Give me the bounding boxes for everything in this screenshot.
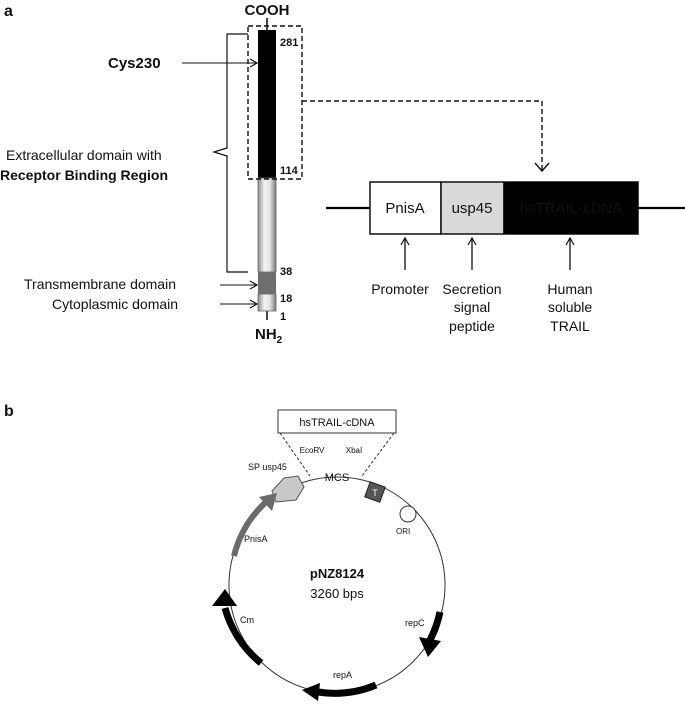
construct-hstrail-box [503,181,639,235]
extracellular-label-line1: Extracellular domain with [6,147,162,163]
promoter-label: Promoter [371,281,429,297]
panel-b-label: b [4,403,14,420]
residue-114: 114 [280,165,299,177]
residue-18: 18 [280,293,292,305]
cys230-label: Cys230 [108,55,161,72]
secretion-label-line3: peptide [449,318,495,334]
dashed-connector-arrowhead [534,162,550,173]
cm-arrow-body [221,606,264,666]
extracellular-domain-bar [258,30,276,178]
human-label-line3: TRAIL [550,318,590,334]
human-label-line1: Human [547,281,592,297]
transmembrane-bar [258,272,276,294]
plasmid-name: pNZ8124 [310,566,365,581]
cm-label: Cm [240,615,254,625]
nh2-label: NH2 [255,326,283,346]
dashed-connector [302,100,543,170]
cytoplasmic-bar [257,293,277,312]
ori-circle [399,505,417,523]
plasmid-size: 3260 bps [310,586,364,601]
insert-box-label: hsTRAIL-cDNA [299,417,375,429]
pnisa-arrow-body [231,499,269,557]
sp-usp45-feature [271,475,305,503]
cytoplasmic-label: Cytoplasmic domain [52,296,178,312]
residue-1: 1 [280,311,286,323]
repc-label: repC [405,618,425,628]
pnisa-label: PnisA [244,534,268,544]
residue-38: 38 [280,266,292,278]
cm-arrowhead [212,589,237,606]
extracellular-brace [211,33,248,273]
insert-box [277,409,397,434]
secretion-label-line1: Secretion [442,281,501,297]
human-label-line2: soluble [548,299,593,315]
mcs-label: MCS [325,472,349,484]
construct-usp45-label: usp45 [452,200,493,217]
extracellular-label-line2: Receptor Binding Region [0,167,168,183]
extracellular-dashed-box [247,25,303,180]
construct-pnisa-label: PnisA [385,200,424,217]
transmembrane-label: Transmembrane domain [24,276,176,292]
residue-281: 281 [280,37,298,49]
repa-label: repA [333,670,352,680]
construct-pnisa-box [369,181,442,235]
ecorv-label: EcoRV [300,446,325,455]
terminator-box [364,481,386,503]
insert-dash-left [279,432,311,477]
pnisa-arrowhead [259,493,277,511]
ori-label: ORI [396,527,410,536]
repa-arrowhead [302,683,320,701]
construct-usp45-box [440,181,505,235]
repc-arrow-body [426,611,444,642]
stalk-region-bar [257,177,277,273]
cooh-label: COOH [245,2,290,19]
insert-dash-right [361,432,395,477]
xbai-label: XbaI [346,446,362,455]
terminator-label: T [372,488,378,498]
repc-arrowhead [419,637,441,657]
panel-a-label: a [4,3,13,20]
construct-hstrail-label: hsTRAIL-cDNA [520,200,623,217]
sp-usp45-label: SP usp45 [248,462,287,472]
secretion-label-line2: signal [454,299,491,315]
repa-arrow-body [317,681,378,697]
